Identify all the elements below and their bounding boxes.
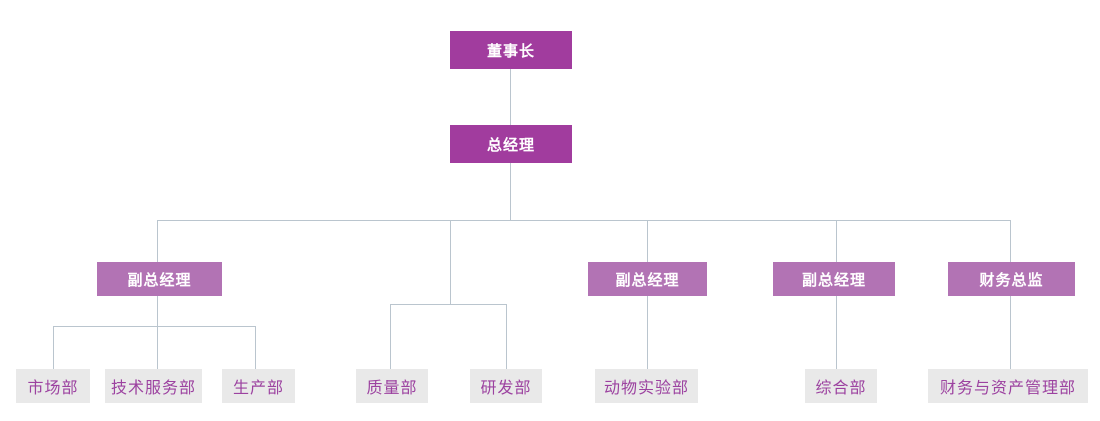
- org-node-tech-service-dept: 技术服务部: [105, 369, 202, 403]
- org-node-chairman: 董事长: [450, 31, 572, 69]
- connector-line: [157, 326, 158, 369]
- connector-line: [647, 296, 648, 369]
- org-node-finance-asset-dept: 财务与资产管理部: [928, 369, 1088, 403]
- org-node-deputy-gm-2: 副总经理: [588, 262, 707, 296]
- connector-line: [1010, 220, 1011, 262]
- org-node-rd-dept: 研发部: [470, 369, 542, 403]
- connector-line: [157, 220, 1010, 221]
- connector-line: [647, 220, 648, 262]
- connector-line: [255, 326, 256, 369]
- connector-line: [53, 326, 255, 327]
- connector-line: [390, 304, 506, 305]
- connector-line: [390, 304, 391, 369]
- org-node-production-dept: 生产部: [222, 369, 295, 403]
- connector-line: [510, 69, 511, 125]
- connector-line: [157, 220, 158, 262]
- connector-line: [157, 296, 158, 326]
- org-node-marketing-dept: 市场部: [16, 369, 90, 403]
- connector-line: [836, 220, 837, 262]
- org-node-finance-director: 财务总监: [948, 262, 1075, 296]
- connector-line: [836, 296, 837, 369]
- connector-line: [53, 326, 54, 369]
- connector-line: [506, 304, 507, 369]
- connector-line: [1010, 296, 1011, 369]
- org-node-animal-lab-dept: 动物实验部: [595, 369, 698, 403]
- org-node-quality-dept: 质量部: [356, 369, 428, 403]
- org-node-deputy-gm-3: 副总经理: [773, 262, 895, 296]
- org-node-general-manager: 总经理: [450, 125, 572, 163]
- connector-line: [510, 163, 511, 220]
- org-node-deputy-gm-1: 副总经理: [97, 262, 222, 296]
- org-node-general-affairs-dept: 综合部: [805, 369, 877, 403]
- connector-line: [450, 220, 451, 304]
